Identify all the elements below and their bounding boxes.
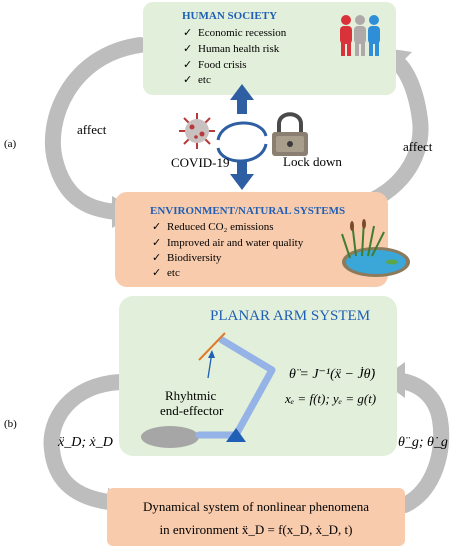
arm-base <box>141 426 199 448</box>
padlock-icon <box>272 112 308 156</box>
check-icon: ✓ <box>152 221 161 233</box>
check-icon: ✓ <box>183 27 192 39</box>
environment-item: etc <box>167 267 180 279</box>
arm-joint-triangle <box>226 428 246 442</box>
environment-box <box>115 192 388 287</box>
check-icon: ✓ <box>183 43 192 55</box>
effector-label: Rhyhtmic <box>165 388 217 403</box>
cycle-arrow-top <box>216 121 268 141</box>
pond-icon <box>341 219 410 277</box>
panel-a-label: (a) <box>4 138 17 150</box>
people-icon <box>340 15 380 56</box>
human-society-item: Economic recession <box>198 27 287 39</box>
equation-angle-acceleration: θ̈ = J⁻¹(ẍ − J̇θ̇) <box>289 366 376 382</box>
check-icon: ✓ <box>183 59 192 71</box>
planar-arm-title: PLANAR ARM SYSTEM <box>210 308 370 324</box>
environment-item: Reduced CO₂ emissions <box>167 221 274 233</box>
environment-item: Biodiversity <box>167 252 222 264</box>
check-icon: ✓ <box>152 237 161 249</box>
right-feedback-label: θ̈_g; θ̇_g <box>398 435 448 450</box>
planar-arm-box <box>119 296 397 456</box>
covid-label: COVID-19 <box>171 155 230 170</box>
effector-pointer-head <box>208 350 215 358</box>
dynamical-system-text: Dynamical system of nonlinear phenomena <box>143 499 369 514</box>
center-arrow-down <box>230 160 254 190</box>
equation-effector-trajectory: xₑ = f(t); yₑ = g(t) <box>284 391 376 406</box>
affect-label-left: affect <box>77 122 107 137</box>
feedback-arrow-left <box>43 374 128 511</box>
human-society-title: HUMAN SOCIETY <box>182 10 277 22</box>
check-icon: ✓ <box>183 74 192 86</box>
human-society-list: ✓ Economic recession ✓ Human health risk… <box>183 27 287 86</box>
feedback-arrow-right <box>387 372 450 513</box>
environment-item: Improved air and water quality <box>167 237 304 249</box>
human-society-item: etc <box>198 74 211 86</box>
panel-b-label: (b) <box>4 418 17 430</box>
center-arrow-up <box>230 84 254 114</box>
cycle-arrow-bottom <box>216 143 268 163</box>
human-society-item: Food crisis <box>198 59 247 71</box>
planar-arm <box>195 336 276 439</box>
lockdown-label: Lock down <box>283 154 342 169</box>
left-feedback-label: ẍ_D; ẋ_D <box>57 435 113 450</box>
human-society-item: Human health risk <box>198 43 280 55</box>
virus-icon <box>179 113 215 149</box>
environment-title: ENVIRONMENT/NATURAL SYSTEMS <box>150 205 345 217</box>
effector-label: end-effector <box>160 403 224 418</box>
check-icon: ✓ <box>152 252 161 264</box>
human-society-box <box>143 2 396 95</box>
dynamical-system-equation: in environment ẍ_D = f(x_D, ẋ_D, t) <box>160 522 353 537</box>
dynamical-system-box <box>107 488 405 546</box>
affect-arrow-left <box>44 37 148 220</box>
check-icon: ✓ <box>152 267 161 279</box>
affect-label-right: affect <box>403 139 433 154</box>
end-effector <box>198 332 226 361</box>
environment-list: ✓ Reduced CO₂ emissions ✓ Improved air a… <box>152 221 304 279</box>
